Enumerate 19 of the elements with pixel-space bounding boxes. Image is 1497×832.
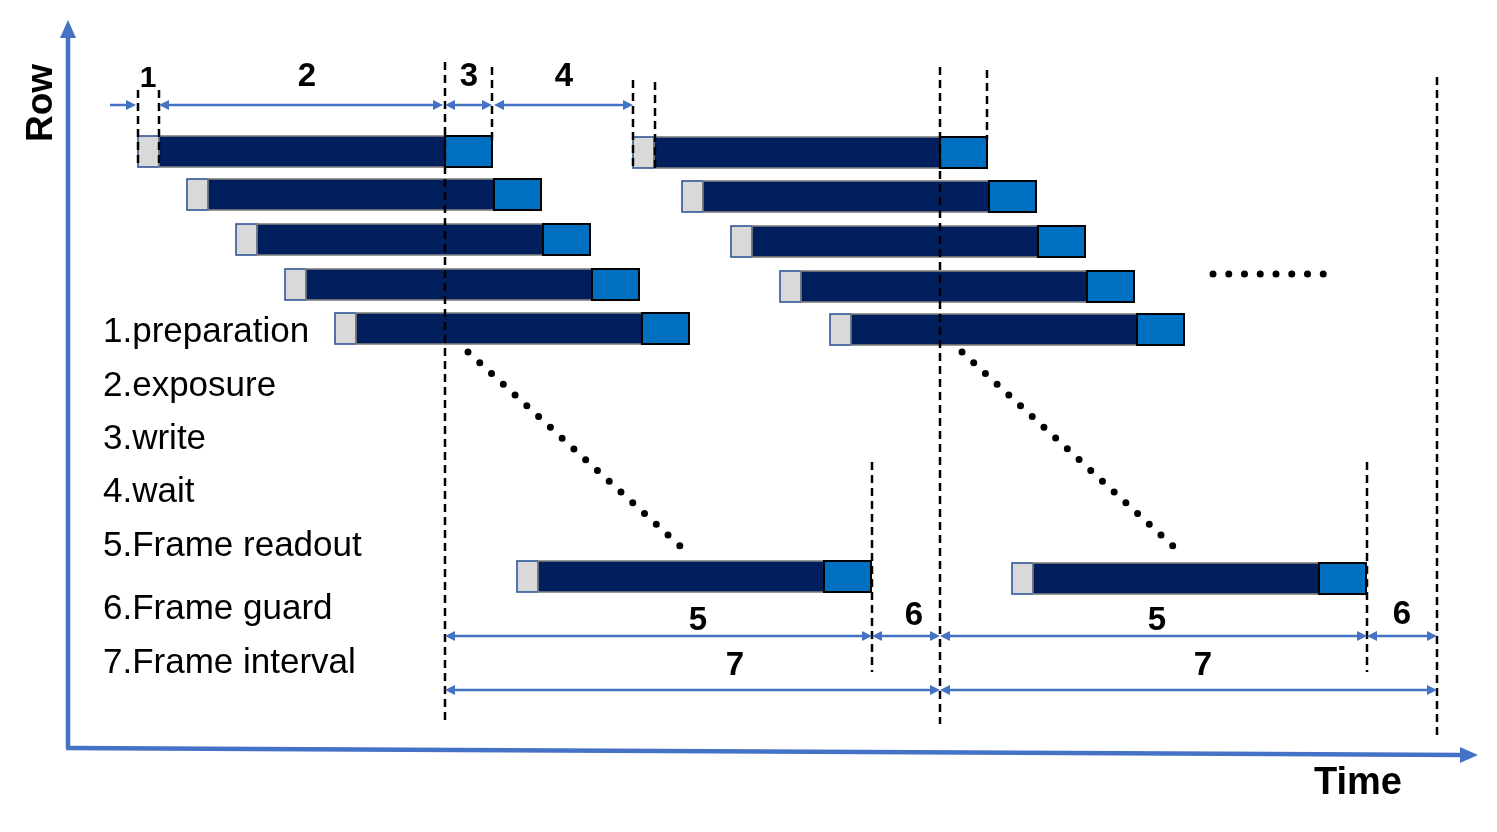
- dimension-number: 1: [139, 59, 157, 93]
- legend-text: 3.write: [103, 417, 207, 457]
- dimension-number: 7: [1193, 645, 1213, 683]
- dimension-number: 5: [688, 600, 708, 638]
- legend-text: 1.preparation: [103, 310, 310, 350]
- dimension-number: 7: [725, 645, 745, 683]
- dimension-number: 2: [297, 56, 317, 94]
- legend-text: 4.wait: [103, 470, 195, 510]
- dimension-number: 5: [1147, 600, 1167, 638]
- dimension-number: 6: [1392, 594, 1412, 632]
- dimension-number: 3: [459, 56, 479, 94]
- axis-label: Row: [19, 63, 61, 143]
- dimension-number: 4: [554, 56, 574, 94]
- legend-text: 6.Frame guard: [103, 587, 333, 627]
- dimension-number: 6: [904, 595, 924, 633]
- axis-label: Time: [1314, 761, 1402, 803]
- legend-text: 5.Frame readout: [103, 524, 362, 564]
- legend-text: 2.exposure: [103, 364, 277, 404]
- legend-text: 7.Frame interval: [103, 641, 356, 681]
